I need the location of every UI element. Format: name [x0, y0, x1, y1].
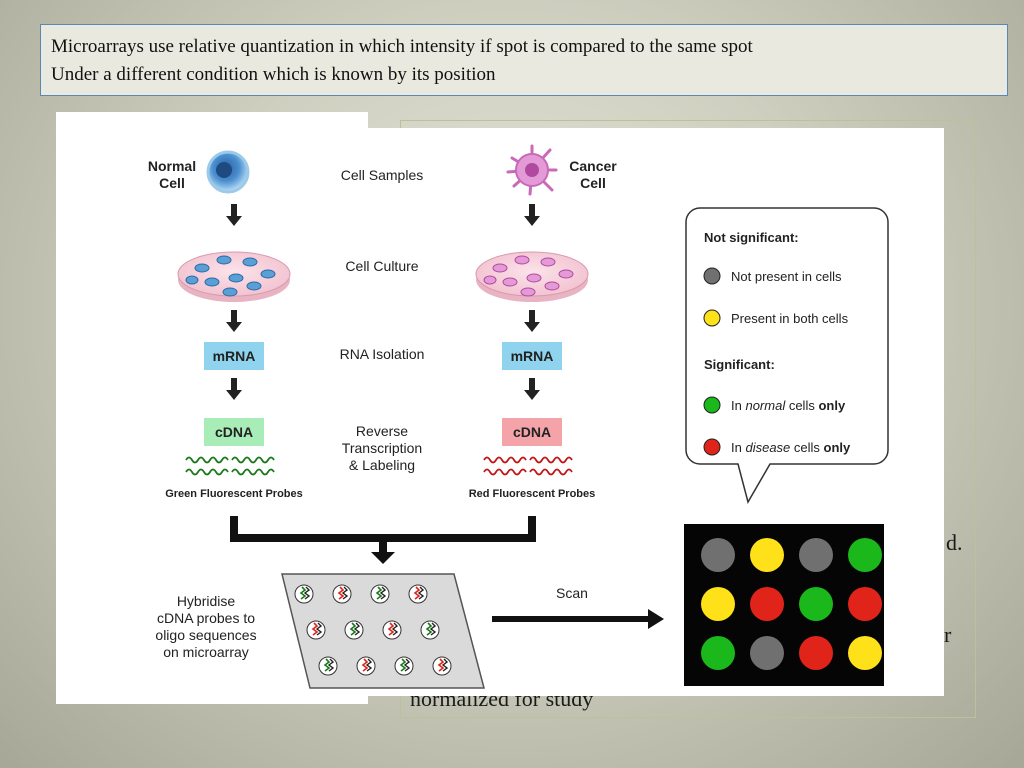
normal-cdna-box	[204, 418, 264, 446]
legend-not-present: Not present in cells	[731, 269, 842, 284]
legend-significant: Significant:	[704, 357, 775, 372]
result-spot-yellow	[750, 538, 784, 572]
normal-mrna-box	[204, 342, 264, 370]
legend-yellow-dot	[703, 309, 721, 327]
background-text-fragment-2: r	[944, 622, 952, 647]
result-spot-grey	[750, 636, 784, 670]
normal-cell-culture-dish	[177, 251, 291, 302]
result-spot-yellow	[848, 636, 882, 670]
caption-line-1: Microarrays use relative quantization in…	[51, 36, 753, 57]
probe-spot	[332, 584, 352, 604]
probe-spot	[420, 620, 440, 640]
caption-line-2: Under a different condition which is kno…	[51, 64, 496, 85]
red-probe-waves	[483, 456, 573, 476]
cancer-mrna-label: mRNA	[511, 348, 554, 364]
legend-not-significant: Not significant:	[704, 230, 799, 245]
legend-present-both: Present in both cells	[731, 311, 849, 326]
probe-spot	[306, 620, 326, 640]
legend-normal-only: In normal cells only	[731, 398, 846, 413]
background-text-fragment-1: d.	[946, 530, 963, 555]
result-spot-green	[701, 636, 735, 670]
result-spot-red	[799, 636, 833, 670]
result-spot-green	[799, 587, 833, 621]
result-spot-yellow	[701, 587, 735, 621]
cancer-cdna-label: cDNA	[513, 424, 551, 440]
green-probe-waves	[185, 456, 275, 476]
legend-bubble: Not significant: Not present in cells Pr…	[685, 207, 889, 504]
scan-result-spots	[701, 538, 882, 670]
result-spot-red	[848, 587, 882, 621]
probe-spot	[356, 656, 376, 676]
normal-cell-nucleus-icon	[216, 162, 232, 178]
probe-spot	[370, 584, 390, 604]
normal-cdna-label: cDNA	[215, 424, 253, 440]
scan-label: Scan	[556, 585, 588, 601]
result-spot-grey	[701, 538, 735, 572]
probe-spot	[294, 584, 314, 604]
legend-green-dot	[703, 396, 721, 414]
scan-arrow	[492, 609, 664, 629]
normal-mrna-label: mRNA	[213, 348, 256, 364]
step-rna-isolation: RNA Isolation	[340, 346, 425, 362]
result-spot-grey	[799, 538, 833, 572]
workflow-arrows	[226, 204, 540, 400]
combine-arrow	[230, 516, 536, 564]
result-spot-red	[750, 587, 784, 621]
probe-spot	[318, 656, 338, 676]
probe-spot	[382, 620, 402, 640]
step-cell-culture: Cell Culture	[345, 258, 418, 274]
cancer-cdna-box	[502, 418, 562, 446]
green-probes-label: Green Fluorescent Probes	[165, 488, 303, 500]
step-cell-samples: Cell Samples	[341, 167, 423, 183]
cancer-cell-icon	[506, 144, 558, 196]
cancer-cell-culture-dish	[475, 251, 589, 302]
legend-disease-only: In disease cells only	[731, 440, 851, 455]
result-spot-green	[848, 538, 882, 572]
cancer-mrna-box	[502, 342, 562, 370]
microarray-slide	[281, 573, 485, 689]
probe-spot	[432, 656, 452, 676]
probe-spot	[408, 584, 428, 604]
legend-red-dot	[703, 438, 721, 456]
red-probes-label: Red Fluorescent Probes	[469, 488, 596, 500]
slide-caption: Microarrays use relative quantization in…	[40, 24, 1008, 96]
legend-grey-dot	[703, 267, 721, 285]
probe-spot	[394, 656, 414, 676]
probe-spot	[344, 620, 364, 640]
